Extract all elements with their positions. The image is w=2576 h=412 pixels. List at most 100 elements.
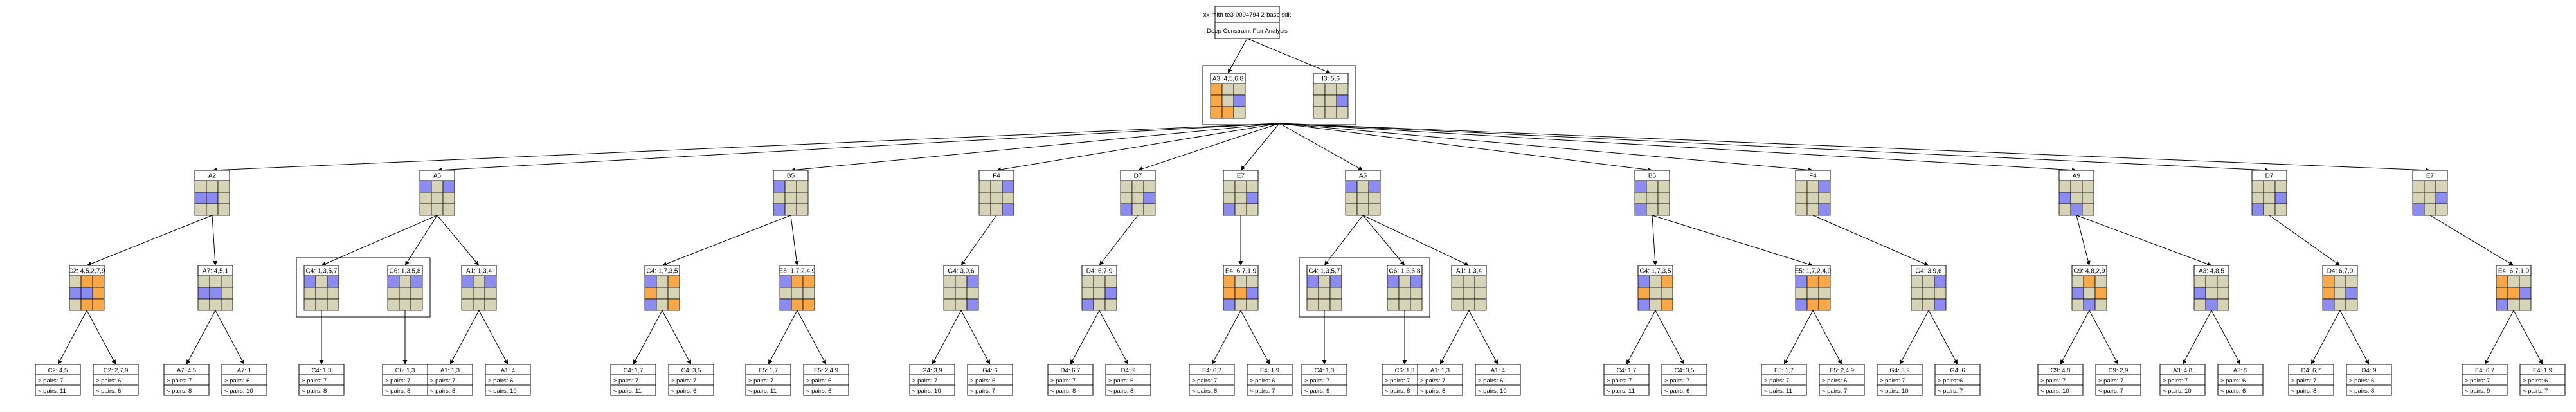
leaf-node[interactable]: D4: 9> pairs: 6< pairs: 8 [1105, 364, 1151, 396]
leaf-node[interactable]: G4: 6> pairs: 6< pairs: 7 [1934, 364, 1981, 396]
header-node[interactable]: xx-mith-te3-0004794 2-base sdk Deep Cons… [1203, 6, 1291, 39]
tree-node[interactable]: E5: 1,7,2,4,9 [779, 265, 816, 311]
tree-node[interactable]: D4: 6,7,9 [1081, 265, 1117, 311]
edge [1279, 123, 2077, 173]
leaf-node[interactable]: A7: 4,5> pairs: 7< pairs: 8 [163, 364, 210, 396]
leaf-node[interactable]: E5: 1,7> pairs: 7< pairs: 11 [745, 364, 791, 396]
leaf-label: A1: 4 [1491, 367, 1505, 374]
grid-cell [1233, 94, 1246, 107]
tree-node[interactable]: A3: 4,8,5 [2193, 265, 2229, 311]
tree-node[interactable]: G4: 3,9,6 [943, 265, 979, 311]
tree-node[interactable]: C4: 1,7,3,5 [1637, 265, 1673, 311]
leaf-node[interactable]: C4: 3,5> pairs: 7< pairs: 6 [1661, 364, 1707, 396]
tree-node[interactable]: A2 [194, 170, 230, 216]
tree-node[interactable]: A1: 1,3,4 [461, 265, 497, 311]
grid-cell [1324, 94, 1337, 107]
edge [1099, 310, 1129, 365]
leaf-node[interactable]: A7: 1> pairs: 6< pairs: 10 [221, 364, 267, 396]
tree-node[interactable]: A9 [2058, 170, 2094, 216]
tree-node[interactable]: A1: 1,3,4 [1451, 265, 1487, 311]
grid-cell [399, 275, 411, 288]
leaf-node[interactable]: G4: 3,9> pairs: 7< pairs: 10 [1877, 364, 1923, 396]
leaf-node[interactable]: A1: 4> pairs: 6< pairs: 10 [1475, 364, 1521, 396]
tree-node[interactable]: D4: 6,7,9 [2322, 265, 2358, 311]
tree-node[interactable]: A5 [419, 170, 455, 216]
leaf-node[interactable]: C9: 2,9> pairs: 7< pairs: 7 [2095, 364, 2141, 396]
tree-node[interactable]: C4: 1,7,3,5 [644, 265, 680, 311]
tree-node[interactable]: A3: 4,5,6,8 [1210, 73, 1246, 119]
leaf-node[interactable]: D4: 6,7> pairs: 7< pairs: 8 [1047, 364, 1094, 396]
leaf-node[interactable]: C4: 3,5> pairs: 7< pairs: 6 [668, 364, 714, 396]
grid-cell [990, 203, 1003, 216]
leaf-node[interactable]: C4: 1,3> pairs: 7< pairs: 8 [298, 364, 345, 396]
leaf-node[interactable]: A3: 4,8> pairs: 7< pairs: 10 [2159, 364, 2206, 396]
grid-cell [1934, 287, 1947, 300]
grid-cell [1410, 275, 1423, 288]
grid-cell [1451, 275, 1464, 288]
edge [449, 310, 480, 365]
leaf-node[interactable]: C2: 2,7,9> pairs: 6< pairs: 6 [93, 364, 139, 396]
tree-node[interactable]: B5 [773, 170, 809, 216]
tree-node[interactable]: F4 [1795, 170, 1831, 216]
tree-node[interactable]: A7: 4,5,1 [197, 265, 233, 311]
grid-cell [1210, 106, 1223, 119]
leaf-node[interactable]: C6: 1,3> pairs: 7< pairs: 8 [382, 364, 428, 396]
leaf-greater-pairs: > pairs: 7 [2465, 377, 2490, 384]
tree-node[interactable]: B5 [1634, 170, 1670, 216]
tree-node[interactable]: E5: 1,7,2,4,9 [1795, 265, 1832, 311]
grid-cell [1922, 275, 1935, 288]
leaf-node[interactable]: A1: 1,3> pairs: 7< pairs: 8 [1417, 364, 1463, 396]
tree-node[interactable]: C4: 1,3,5,7 [1306, 265, 1342, 311]
node-label: D7 [1134, 173, 1142, 180]
grid-cell [1234, 180, 1247, 193]
tree-node[interactable]: F4 [978, 170, 1014, 216]
tree-node[interactable]: E4: 6,7,1,9 [1223, 265, 1259, 311]
leaf-node[interactable]: A1: 1,3> pairs: 7< pairs: 8 [427, 364, 473, 396]
grid-cell [2334, 275, 2346, 288]
tree-node[interactable]: E7 [1223, 170, 1259, 216]
leaf-node[interactable]: C9: 4,8> pairs: 7< pairs: 10 [2037, 364, 2084, 396]
tree-node[interactable]: D7 [2251, 170, 2287, 216]
leaf-node[interactable]: D4: 6,7> pairs: 7< pairs: 8 [2288, 364, 2334, 396]
tree-node[interactable]: E7 [2412, 170, 2448, 216]
leaf-label: A3: 4,8 [2173, 367, 2192, 374]
grid-cell [2519, 298, 2532, 311]
leaf-node[interactable]: A3: 5> pairs: 6< pairs: 6 [2217, 364, 2264, 396]
leaf-node[interactable]: D4: 9> pairs: 6< pairs: 8 [2346, 364, 2392, 396]
leaf-node[interactable]: E5: 2,4,9> pairs: 6< pairs: 6 [803, 364, 849, 396]
leaf-node[interactable]: E4: 6,7> pairs: 7< pairs: 9 [2462, 364, 2508, 396]
tree-node[interactable]: C4: 1,3,5,7 [303, 265, 339, 311]
tree-node[interactable]: C6: 1,3,5,8 [1387, 265, 1423, 311]
tree-node[interactable]: C9: 4,8,2,9 [2071, 265, 2107, 311]
leaf-label: A3: 5 [2233, 367, 2247, 374]
leaf-node[interactable]: G4: 6> pairs: 6< pairs: 7 [967, 364, 1013, 396]
edge [212, 215, 218, 266]
leaf-node[interactable]: E4: 1,9> pairs: 6< pairs: 7 [2519, 364, 2566, 396]
grid-cell [1318, 298, 1331, 311]
leaf-node[interactable]: A1: 4> pairs: 6< pairs: 10 [485, 364, 531, 396]
grid-cell [667, 287, 680, 300]
leaf-node[interactable]: G4: 3,9> pairs: 7< pairs: 10 [909, 364, 955, 396]
grid-cell [644, 275, 657, 288]
leaf-node[interactable]: E5: 2,4,9> pairs: 6< pairs: 7 [1819, 364, 1865, 396]
grid-cell [1818, 275, 1831, 288]
tree-node[interactable]: C6: 1,3,5,8 [387, 265, 423, 311]
leaf-node[interactable]: E4: 1,9> pairs: 6< pairs: 7 [1247, 364, 1293, 396]
tree-node[interactable]: G4: 3,9,6 [1911, 265, 1947, 311]
tree-node[interactable]: I3: 5,6 [1313, 73, 1349, 119]
leaf-node[interactable]: C2: 4,5> pairs: 7< pairs: 11 [35, 364, 81, 396]
tree-node[interactable]: C2: 4,5,2,7,9 [68, 265, 105, 311]
edge [996, 123, 1280, 172]
grid-cell [206, 192, 219, 204]
tree-node[interactable]: A5 [1345, 170, 1381, 216]
grid-cell [2070, 192, 2083, 204]
tree-node[interactable]: E4: 6,7,1,9 [2496, 265, 2532, 311]
tree-node[interactable]: D7 [1120, 170, 1156, 216]
leaf-node[interactable]: C4: 1,7> pairs: 7< pairs: 11 [1603, 364, 1650, 396]
leaf-node[interactable]: E4: 6,7> pairs: 7< pairs: 8 [1189, 364, 1235, 396]
leaf-node[interactable]: C4: 1,7> pairs: 7< pairs: 11 [610, 364, 656, 396]
grid-cell [1002, 192, 1014, 204]
leaf-node[interactable]: E5: 1,7> pairs: 7< pairs: 11 [1761, 364, 1807, 396]
grid-cell [1002, 180, 1014, 193]
leaf-node[interactable]: C4: 1,3> pairs: 7< pairs: 9 [1301, 364, 1347, 396]
